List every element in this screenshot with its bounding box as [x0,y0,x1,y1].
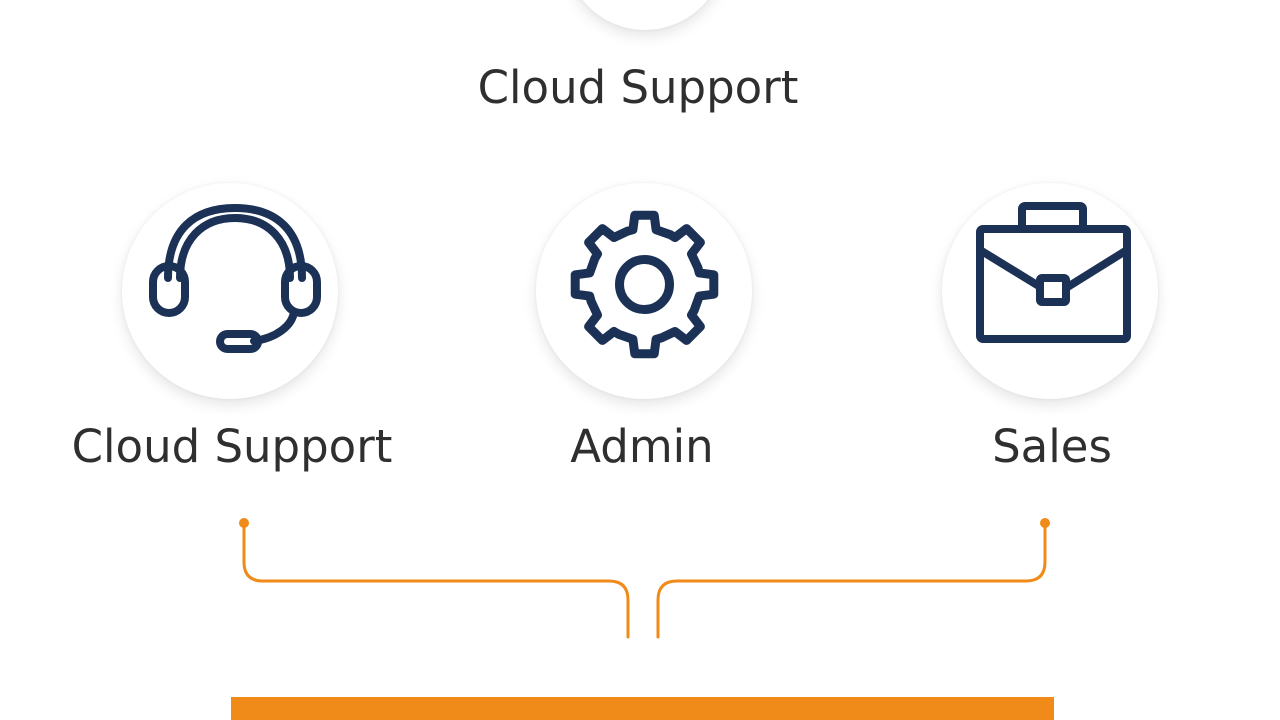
gear-icon [570,210,719,359]
cloud-support-label: Cloud Support [71,420,393,473]
bottom-orange-bar [231,697,1054,720]
headset-icon [149,204,321,353]
sales-label: Sales [992,420,1112,473]
briefcase-icon [976,202,1131,343]
top-node-label: Cloud Support [477,61,799,114]
admin-label: Admin [570,420,714,473]
